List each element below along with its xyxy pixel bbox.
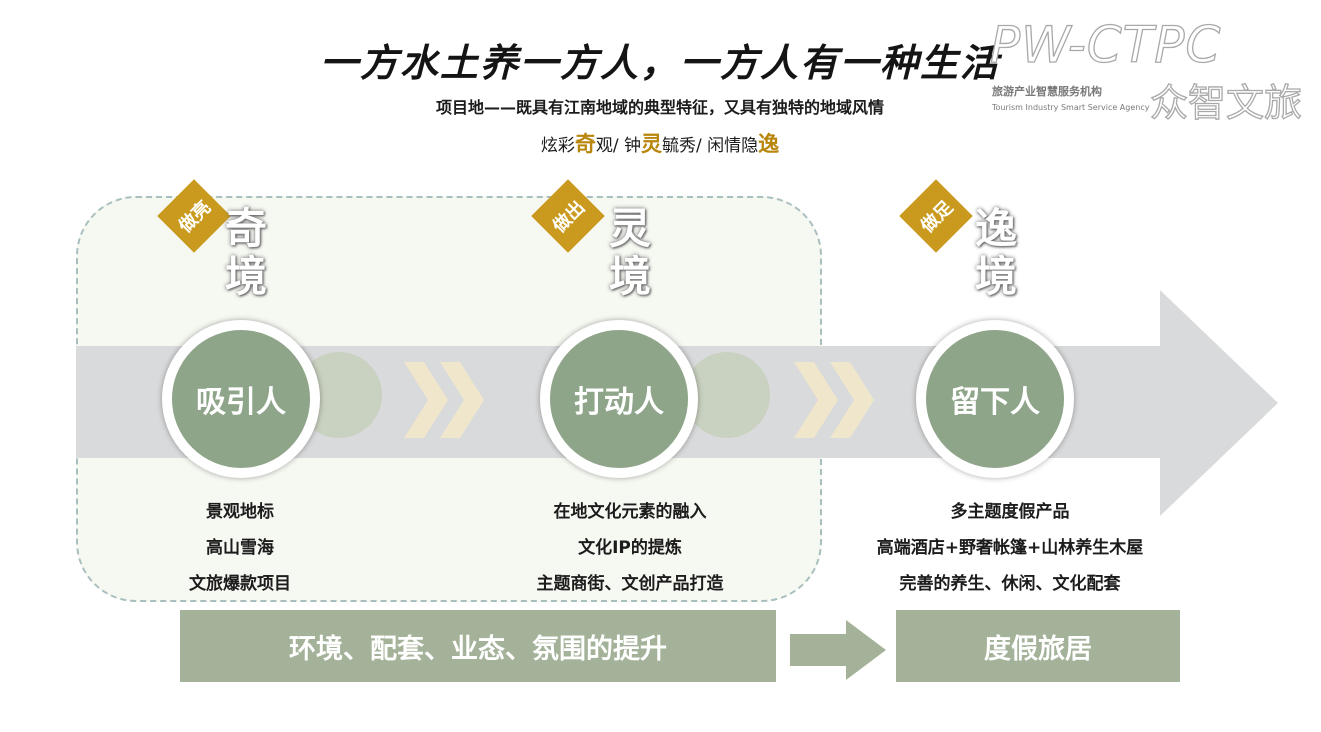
list-item: 高端酒店+野奢帐篷+山林养生木屋	[876, 538, 1144, 558]
soft-circle-2	[684, 352, 770, 438]
tagline-pre-3: 闲情隐	[707, 136, 759, 156]
logo-name-cn: 众智文旅	[1149, 80, 1303, 125]
list-item: 主题商街、文创产品打造	[536, 574, 724, 594]
list-item: 高山雪海	[206, 538, 274, 558]
stage-title-char: 境	[608, 252, 651, 301]
stage-title-2: 灵 境	[590, 205, 670, 301]
tagline-pre-2: 钟	[624, 136, 641, 156]
list-item: 完善的养生、休闲、文化配套	[899, 574, 1121, 594]
stage-title-char: 境	[974, 252, 1017, 301]
tagline-highlight-3: 逸	[758, 132, 780, 156]
stage-circle-2: 打动人	[540, 320, 698, 478]
stage-title-char: 境	[224, 252, 267, 301]
tagline-highlight-2: 灵	[641, 132, 662, 156]
stage-circle-label: 留下人	[950, 385, 1040, 420]
arrow-head-icon	[1160, 290, 1278, 516]
stage-title-char: 奇	[224, 204, 267, 253]
stage-circle-label: 打动人	[574, 385, 664, 420]
subtitle: 项目地——既具有江南地域的典型特征，又具有独特的地域风情	[435, 98, 884, 117]
stage-circle-3: 留下人	[916, 320, 1074, 478]
arrow-right-icon	[790, 620, 886, 680]
slogan: 一方水土养一方人，一方人有一种生活	[319, 40, 1000, 85]
list-item: 文旅爆款项目	[189, 574, 291, 594]
bottom-bar-label: 度假旅居	[984, 633, 1092, 665]
tagline-post-1: 观/	[595, 136, 624, 156]
stage-circle-1: 吸引人	[162, 320, 320, 478]
badge-label: 做出	[548, 196, 590, 238]
bottom-bar-left: 环境、配套、业态、氛围的提升	[180, 610, 776, 682]
stage-circle-label: 吸引人	[196, 385, 286, 420]
logo-subtitle-en: Tourism Industry Smart Service Agency	[992, 103, 1150, 112]
stage-title-1: 奇 境	[206, 205, 286, 301]
stage-list-3: 多主题度假产品 高端酒店+野奢帐篷+山林养生木屋 完善的养生、休闲、文化配套	[830, 494, 1190, 602]
list-item: 景观地标	[206, 502, 274, 522]
stage-title-char: 灵	[608, 204, 651, 253]
bottom-bar-right: 度假旅居	[896, 610, 1180, 682]
tagline-pre-1: 炫彩	[540, 136, 575, 156]
tagline-highlight-1: 奇	[574, 132, 596, 156]
stage-list-1: 景观地标 高山雪海 文旅爆款项目	[120, 494, 360, 602]
logo-subtitle-cn: 旅游产业智慧服务机构	[992, 85, 1102, 98]
list-item: 在地文化元素的融入	[553, 502, 707, 522]
chevron-double-icon	[794, 362, 874, 438]
stage-title-char: 逸	[974, 204, 1017, 253]
stage-list-2: 在地文化元素的融入 文化IP的提炼 主题商街、文创产品打造	[490, 494, 770, 602]
tagline: 炫彩奇观/ 钟灵毓秀/ 闲情隐逸	[300, 128, 1020, 158]
bottom-bar-label: 环境、配套、业态、氛围的提升	[289, 633, 667, 665]
list-item: 文化IP的提炼	[578, 538, 682, 558]
stage-title-3: 逸 境	[956, 205, 1036, 301]
list-item: 多主题度假产品	[950, 502, 1070, 522]
tagline-post-2: 毓秀/	[662, 136, 708, 156]
chevron-double-icon	[404, 362, 484, 438]
badge-label: 做足	[916, 196, 958, 238]
logo-wordmark: PW-CTPC	[989, 15, 1222, 74]
